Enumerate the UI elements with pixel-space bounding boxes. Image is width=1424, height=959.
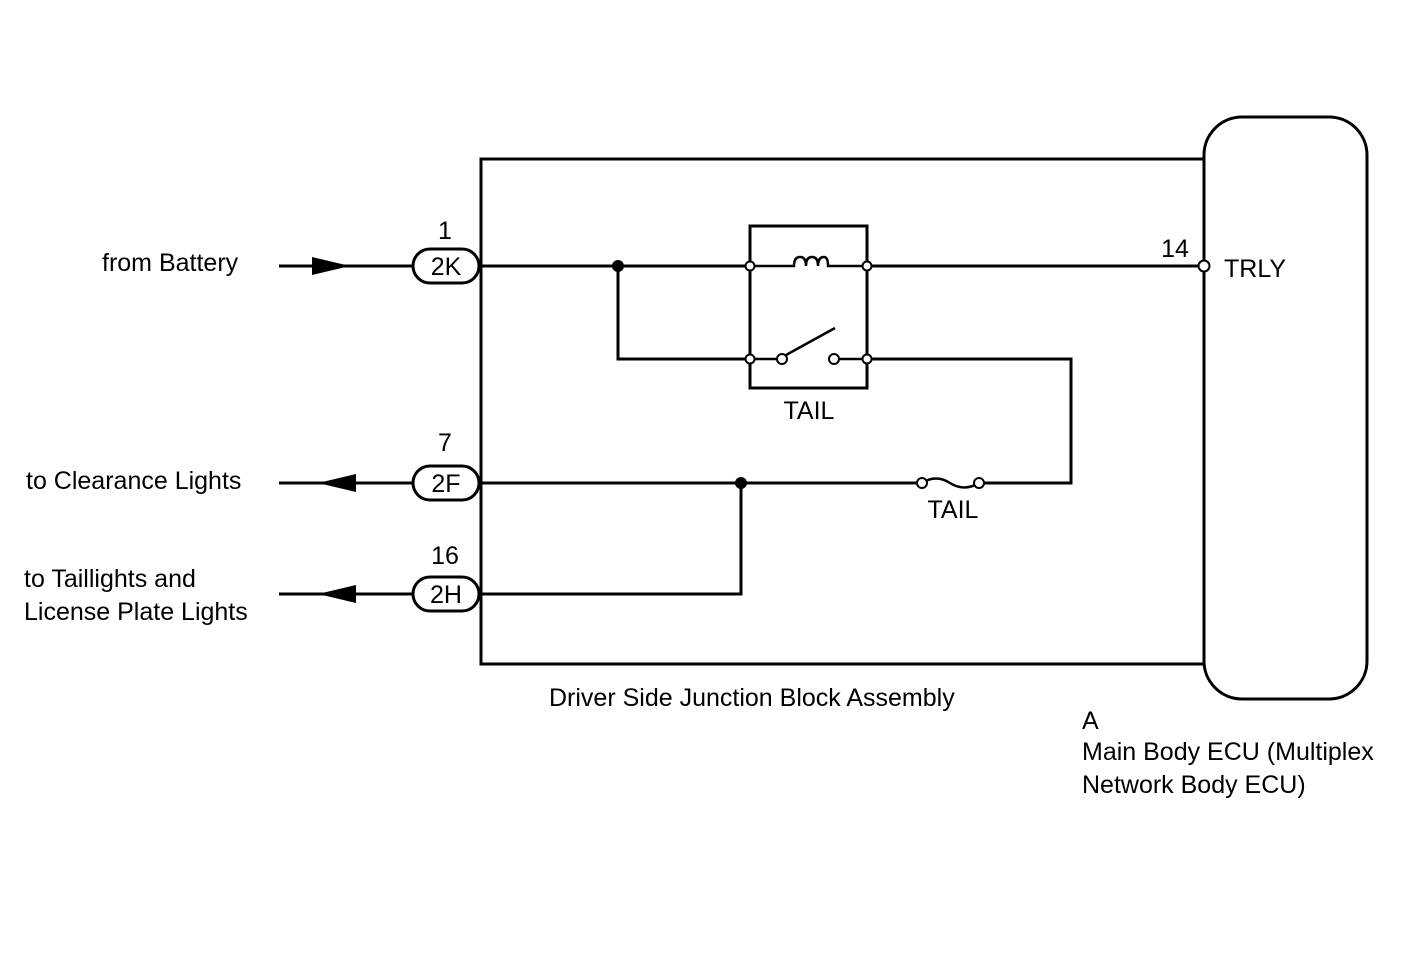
ecu-terminal [1197,259,1211,273]
junction-dot [612,260,624,272]
battery-label: from Battery [102,249,239,277]
taillights-label-line2: License Plate Lights [24,598,248,626]
ecu-name-line2: Network Body ECU) [1082,771,1306,799]
ecu-outline [1202,115,1369,701]
junction-block-outline [479,157,1205,666]
clearance-label: to Clearance Lights [26,467,241,495]
junction-dot [735,477,747,489]
pin-number: 16 [431,542,459,570]
connector-2f [411,464,481,502]
fuse-label: TAIL [928,496,979,524]
connector-2h [411,575,481,613]
ecu-pin-number: 14 [1161,235,1189,263]
ecu-name-line1: Main Body ECU (Multiplex [1082,738,1374,766]
connector-2k-label: 2K [431,253,462,281]
ecu-ref-letter: A [1082,707,1099,735]
connector-2f-label: 2F [431,470,460,498]
relay-label: TAIL [784,397,835,425]
internal-wiring [480,264,1204,596]
taillights-feed [279,585,414,603]
clearance-feed [279,474,414,492]
connector-2k [411,247,481,285]
taillights-label-line1: to Taillights and [24,565,196,593]
connector-2h-label: 2H [430,581,462,609]
battery-feed [279,257,414,275]
relay-coil-icon [750,255,867,268]
pin-number: 7 [438,429,452,457]
tail-relay [744,224,873,390]
tail-fuse-icon [916,477,985,489]
pin-number: 1 [438,217,452,245]
ecu-terminal-name: TRLY [1224,255,1286,283]
junction-block-name: Driver Side Junction Block Assembly [549,684,955,712]
